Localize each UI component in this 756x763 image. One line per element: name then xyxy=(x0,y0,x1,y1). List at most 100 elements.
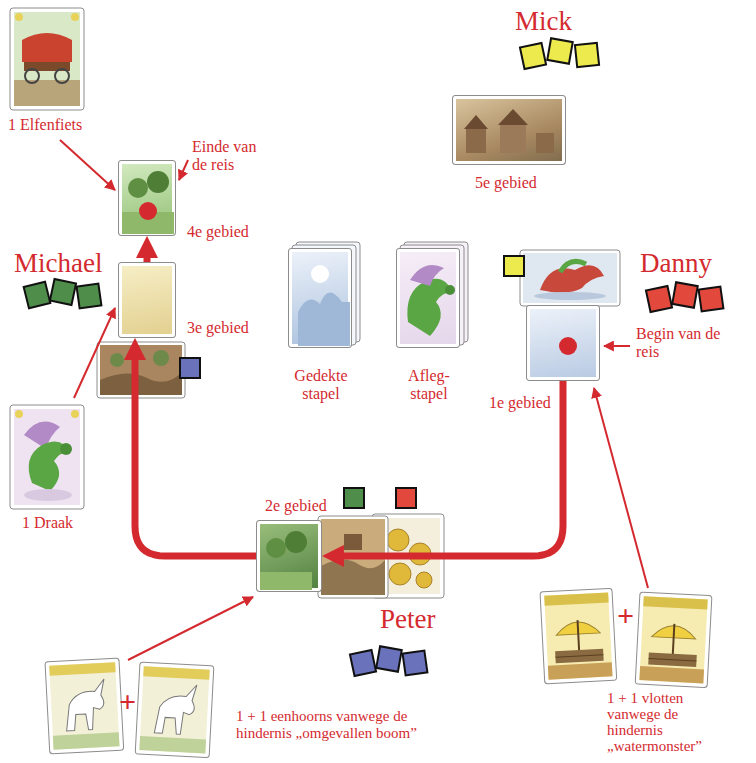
region-card: 4e gebied xyxy=(118,160,176,236)
card-art xyxy=(122,164,174,234)
region-label: 3e gebied xyxy=(187,319,249,337)
unicorn-card xyxy=(49,662,119,749)
card-art xyxy=(147,171,169,193)
peter-pieces xyxy=(376,646,401,671)
region-label: 2e gebied xyxy=(265,497,327,515)
leader-lines xyxy=(604,345,630,347)
dragon-card xyxy=(24,489,72,501)
region-card xyxy=(97,342,185,398)
obstacle-note: 1 + 1 vlotten vanwege de hindernis „wate… xyxy=(607,690,719,754)
michael-pieces xyxy=(24,282,51,309)
player-name: Mick xyxy=(515,6,572,37)
placed-pieces xyxy=(180,358,200,378)
elfenfiets-card xyxy=(55,69,69,83)
raft-card xyxy=(555,655,603,658)
raft-card xyxy=(544,592,608,605)
plus-sign: + xyxy=(119,684,136,719)
card-art xyxy=(260,524,320,590)
card-art xyxy=(498,109,528,125)
card-art xyxy=(400,252,458,346)
card-art xyxy=(407,279,452,336)
unicorn-card xyxy=(139,666,209,753)
region-card xyxy=(110,353,124,367)
placed-pieces xyxy=(344,488,364,508)
card-art xyxy=(445,285,455,295)
elfenfiets-card xyxy=(15,13,23,21)
elfenfiets-card xyxy=(14,80,80,106)
unicorn-card xyxy=(135,662,214,758)
raft-card xyxy=(648,653,697,667)
unicorn-card xyxy=(53,732,120,749)
unicorn-card xyxy=(64,679,107,731)
region-label: Gedekte stapel xyxy=(281,367,361,403)
draw-pile: Gedekte stapel xyxy=(288,248,352,348)
region-card xyxy=(520,250,620,306)
danny-pieces xyxy=(646,282,723,312)
raft-card xyxy=(555,649,604,663)
region-label: 4e gebied xyxy=(187,223,249,241)
raft-card xyxy=(643,596,707,609)
card-art xyxy=(298,292,350,346)
region-card xyxy=(153,350,169,366)
plus-sign: + xyxy=(617,598,634,633)
leader-lines xyxy=(594,388,648,588)
gold-card xyxy=(387,529,409,551)
region-card xyxy=(321,559,385,595)
raft-card xyxy=(673,624,675,656)
card-art xyxy=(311,265,329,283)
raft-card xyxy=(639,666,704,683)
card-caption: 1 Draak xyxy=(22,514,73,532)
region-card: 2e gebied xyxy=(256,520,322,592)
peter-pieces xyxy=(403,651,428,676)
dragon-card xyxy=(10,405,84,509)
placed-pieces xyxy=(504,256,524,276)
card-art xyxy=(456,99,564,163)
card-art xyxy=(292,252,350,346)
dragon-card xyxy=(14,409,80,505)
raft-card xyxy=(639,596,707,683)
leader-lines xyxy=(128,597,253,660)
route-dot xyxy=(559,337,577,355)
card-art xyxy=(464,115,488,129)
route-dot xyxy=(139,202,157,220)
elfenfiets-card xyxy=(25,69,39,83)
peter-pieces xyxy=(350,646,427,676)
travel-route xyxy=(336,381,563,556)
region-card xyxy=(540,265,604,292)
placed-pieces xyxy=(180,256,524,508)
unicorn-card xyxy=(135,662,214,758)
discard-pile: Afleg- stapel xyxy=(396,248,460,348)
region-card xyxy=(523,253,617,303)
player-name: Danny xyxy=(640,248,712,279)
dragon-card xyxy=(60,443,72,455)
mick-pieces xyxy=(547,38,572,63)
raft-card xyxy=(548,662,613,679)
danny-pieces xyxy=(672,282,697,307)
card-caption: 1 Elfenfiets xyxy=(8,116,82,134)
leader-lines xyxy=(60,140,648,660)
danny-pieces xyxy=(646,286,672,312)
leader-lines xyxy=(179,160,188,180)
raft-card xyxy=(635,592,712,688)
unicorn-card xyxy=(139,736,206,753)
gold-card xyxy=(416,572,432,588)
route-note: Einde van de reis xyxy=(192,138,272,174)
region-card xyxy=(520,250,620,306)
unicorn-card xyxy=(45,658,124,754)
region-card xyxy=(534,292,606,300)
unicorn-card xyxy=(45,658,124,754)
card-art xyxy=(285,531,307,553)
region-card: 1e gebied xyxy=(526,305,600,381)
dragon-card xyxy=(15,410,23,418)
player-name: Peter xyxy=(380,604,435,635)
elfenfiets-card xyxy=(22,33,72,62)
michael-pieces xyxy=(77,284,102,309)
dragon-card xyxy=(71,410,79,418)
region-label: 5e gebied xyxy=(475,174,537,192)
mick-pieces xyxy=(520,38,599,69)
michael-pieces xyxy=(50,279,76,305)
card-art xyxy=(266,538,286,558)
